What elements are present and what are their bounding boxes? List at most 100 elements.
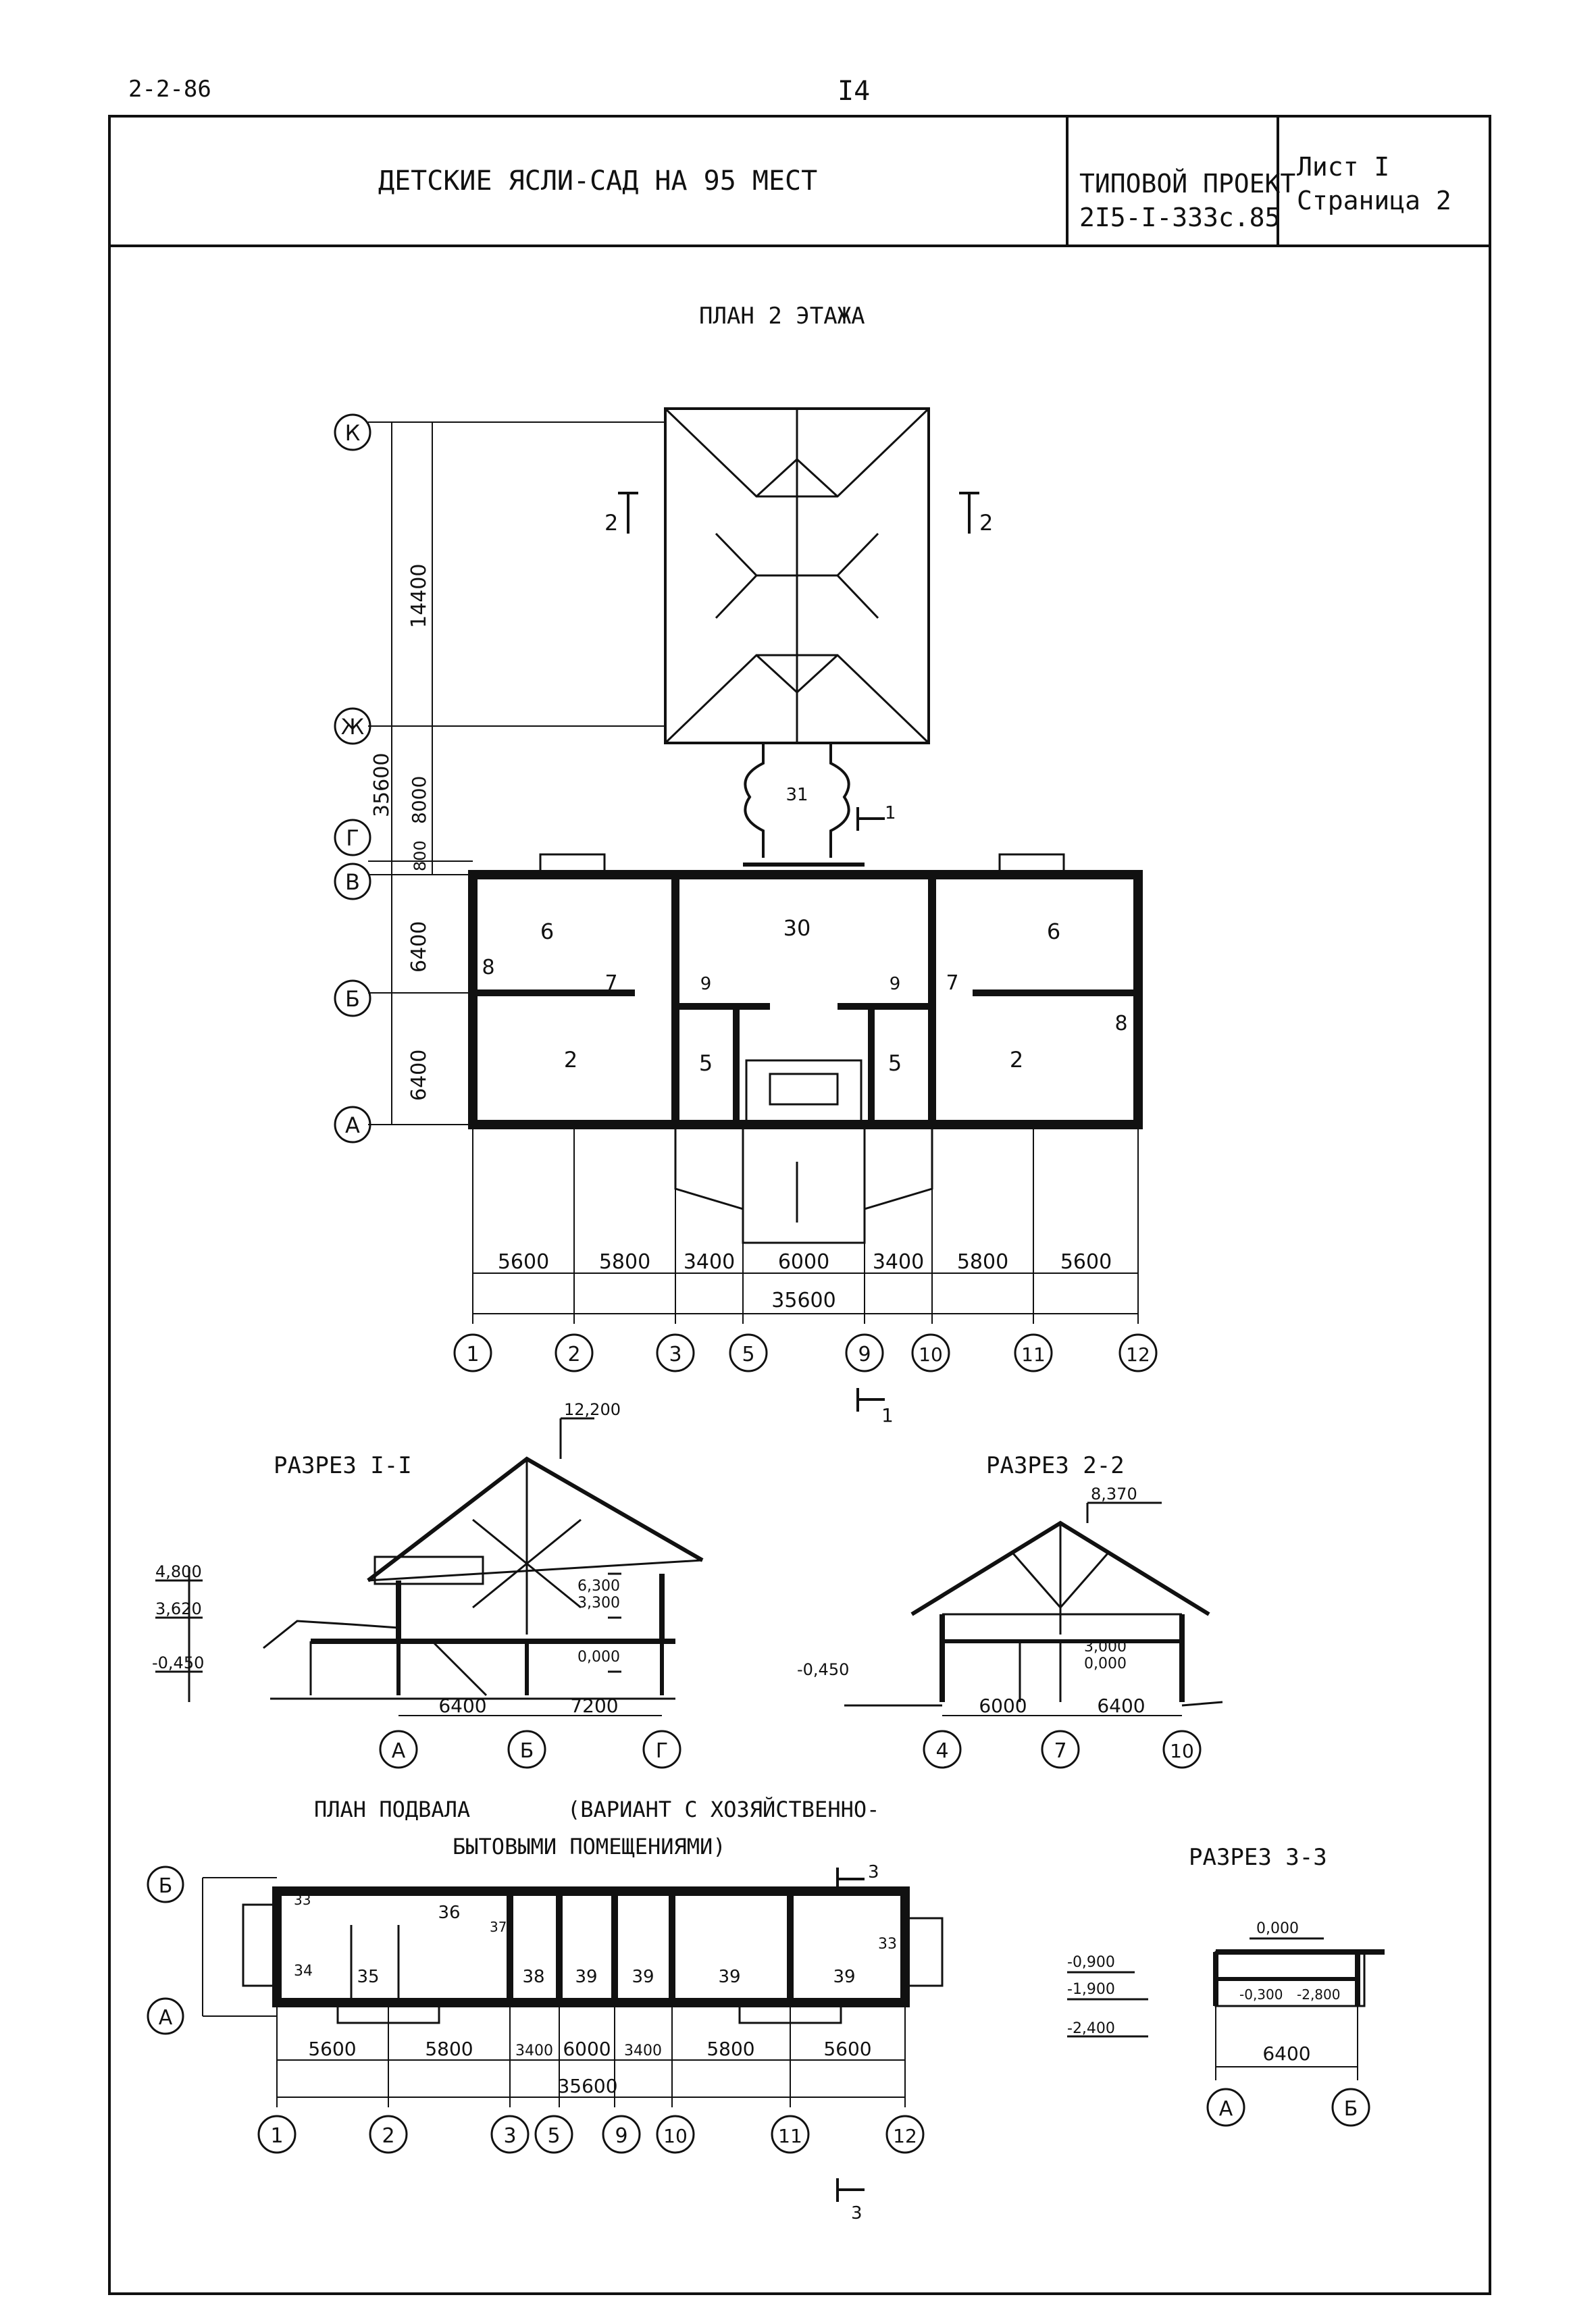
basement-dimensions — [202, 1877, 906, 2107]
entrance-canopy — [674, 1125, 933, 1244]
room-number: 34 — [294, 1963, 313, 1980]
axis-label: 2 — [382, 2124, 394, 2148]
axis-label: 3 — [669, 1343, 681, 1366]
section-mark-label: 2 — [979, 510, 993, 536]
dim-label: 3400 — [515, 2042, 553, 2059]
axis-label: 5 — [742, 1343, 754, 1366]
axis-label: В — [345, 869, 360, 895]
section-mark-label: 3 — [868, 1862, 879, 1882]
axis-label: Ж — [341, 714, 364, 740]
room-number: 2 — [564, 1047, 577, 1073]
room-number: 36 — [438, 1903, 460, 1923]
axis-label: А — [1219, 2097, 1233, 2121]
section-2-drawing — [844, 1501, 1223, 1716]
bottom-dimensions — [472, 1125, 1139, 1324]
doc-code: 2-2-86 — [128, 76, 211, 103]
axis-label: Б — [1344, 2097, 1358, 2121]
section-cut-marks — [618, 492, 979, 1412]
axis-label: 12 — [1126, 1343, 1150, 1366]
room-number: 7 — [604, 971, 617, 995]
dim-total-label: 35600 — [771, 1289, 835, 1312]
basement-col-axes — [257, 2115, 925, 2154]
dim-label: 5800 — [599, 1250, 650, 1274]
axis-label: 1 — [466, 1343, 479, 1366]
room-number: 33 — [294, 1892, 311, 1908]
section-3-axes — [1206, 2088, 1370, 2127]
dim-label: 6400 — [407, 921, 431, 973]
title-block-separator — [1066, 116, 1069, 245]
dim-label: 5800 — [425, 2038, 473, 2060]
axis-label: 11 — [1021, 1343, 1046, 1366]
room-number: 39 — [718, 1967, 740, 1987]
axis-label: Г — [656, 1739, 668, 1763]
room-number: 35 — [357, 1967, 379, 1987]
dim-label: 5800 — [706, 2038, 754, 2060]
dim-label: 14400 — [407, 564, 431, 628]
page-indicator: Страница 2 — [1297, 186, 1451, 215]
room-number: 30 — [783, 915, 811, 941]
section-2-title: РАЗРЕЗ 2-2 — [986, 1452, 1125, 1479]
section-2-axes — [923, 1730, 1202, 1769]
level-mark: 12,200 — [564, 1400, 621, 1419]
hall-roof — [664, 407, 930, 744]
level-mark: -0,900 — [1067, 1954, 1115, 1971]
corridor-link — [744, 743, 850, 858]
room-number: 8 — [482, 956, 494, 979]
axis-label: А — [392, 1739, 406, 1763]
room-number: 39 — [833, 1967, 855, 1987]
dim-label: 6000 — [979, 1695, 1027, 1717]
sheet-frame — [108, 115, 1491, 2295]
room-number: 5 — [888, 1050, 902, 1076]
level-mark: -1,900 — [1067, 1981, 1115, 1998]
basement-title: ПЛАН ПОДВАЛА — [314, 1797, 471, 1822]
dim-label: 6000 — [778, 1250, 829, 1274]
room-number: 2 — [1010, 1047, 1023, 1073]
level-mark: 0,000 — [1256, 1920, 1299, 1937]
row-axis-markers — [334, 413, 371, 1143]
dim-total-label: 35600 — [557, 2075, 617, 2097]
basement-section-marks — [836, 1868, 865, 2202]
section-mark-label: 1 — [881, 1404, 894, 1426]
sheet-number: Лист I — [1297, 152, 1390, 182]
basement-walls — [242, 1886, 944, 2024]
dim-label: 5600 — [1060, 1250, 1112, 1274]
dim-label: 6400 — [1097, 1695, 1145, 1717]
axis-label: А — [345, 1112, 360, 1138]
room-number: 7 — [946, 971, 958, 995]
room-number: 39 — [575, 1967, 597, 1987]
axis-label: 1 — [270, 2124, 283, 2148]
room-number: 9 — [700, 974, 712, 994]
axis-label: 7 — [1054, 1739, 1066, 1763]
dim-label: 3400 — [624, 2042, 662, 2059]
dim-label: 6400 — [438, 1695, 486, 1717]
project-label: ТИПОВОЙ ПРОЕКТ — [1079, 169, 1296, 199]
level-mark: -0,450 — [797, 1660, 849, 1679]
axis-label: Б — [159, 1874, 173, 1898]
col-axis-markers — [453, 1333, 1158, 1372]
basement-subtitle: (ВАРИАНТ С ХОЗЯЙСТВЕННО- — [567, 1797, 880, 1822]
level-mark: 3,000 — [1084, 1639, 1127, 1655]
room-number: 9 — [890, 974, 901, 994]
section-mark-label: 1 — [885, 803, 896, 823]
section-3-title: РАЗРЕЗ 3-3 — [1189, 1844, 1327, 1871]
level-mark: 3,300 — [577, 1595, 620, 1612]
axis-label: Г — [346, 825, 359, 851]
room-number: 33 — [878, 1936, 897, 1953]
axis-label: 9 — [858, 1343, 871, 1366]
section-mark-label: 2 — [604, 510, 618, 536]
room-number: 6 — [1047, 919, 1060, 944]
title-block-divider — [108, 245, 1489, 247]
room-number: 8 — [1114, 1012, 1127, 1035]
section-mark-label: 3 — [851, 2203, 863, 2223]
dim-label: 5600 — [823, 2038, 871, 2060]
axis-label: 10 — [1170, 1740, 1194, 1762]
main-building-walls — [468, 853, 1143, 1129]
axis-label: Б — [520, 1739, 534, 1763]
dim-label: 800 — [411, 840, 430, 871]
section-1-title: РАЗРЕЗ I-I — [274, 1452, 412, 1479]
floor-plan-title: ПЛАН 2 ЭТАЖА — [699, 303, 865, 330]
project-number: 2I5-I-333с.85 — [1079, 203, 1281, 232]
level-mark: -0,450 — [152, 1653, 204, 1672]
dim-label: 3400 — [684, 1250, 735, 1274]
